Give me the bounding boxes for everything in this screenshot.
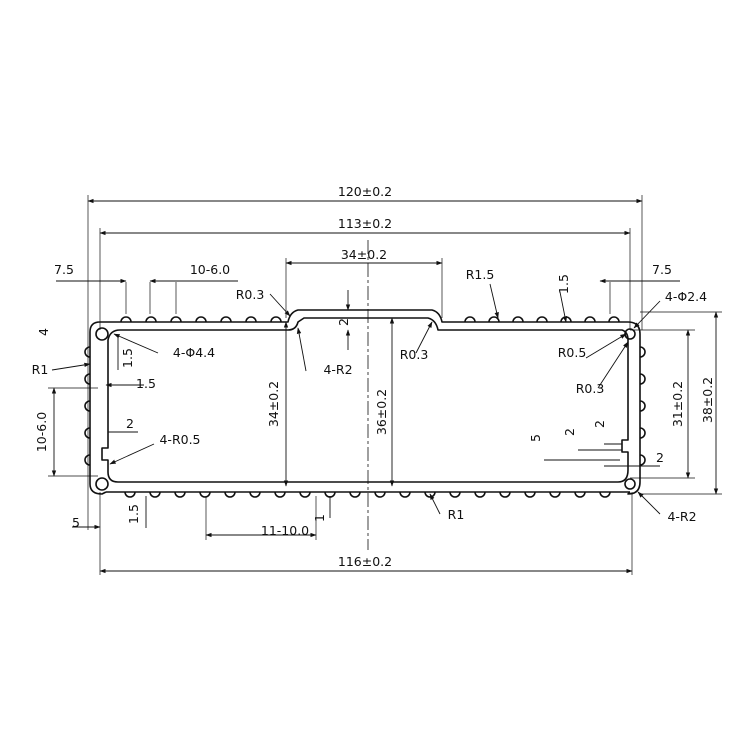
- screw-boss-bottom-left: [95, 477, 109, 491]
- rib-scallop: [499, 491, 511, 498]
- rib-scallop: [199, 491, 211, 498]
- rib-scallop: [464, 316, 476, 323]
- rib-scallop: [224, 491, 236, 498]
- rib-scallop: [349, 491, 361, 498]
- screw-boss-top-left: [95, 327, 109, 341]
- label-right-slot-depth: 5: [528, 434, 543, 442]
- label-top-pitch: 10-6.0: [190, 262, 230, 277]
- label-bottom-left-offset: 5: [72, 515, 80, 530]
- label-right-slot-c: 2: [656, 450, 664, 465]
- rib-scallop: [84, 373, 91, 385]
- rib-scallop: [639, 400, 646, 412]
- label-channel-step: 2: [336, 318, 351, 326]
- label-bottom-width: 116±0.2: [338, 554, 392, 569]
- callout-r03-center: R0.3: [400, 347, 429, 362]
- rib-scallop: [84, 427, 91, 439]
- rib-scallop: [639, 427, 646, 439]
- rib-scallop: [145, 316, 157, 323]
- dim-line-top-rib: [559, 291, 568, 323]
- dimension-lines: [51, 198, 719, 574]
- rib-scallop: [584, 316, 596, 323]
- rib-scallop: [270, 316, 282, 323]
- label-bottom-wall: 1.5: [126, 504, 141, 524]
- label-right-offset: 7.5: [652, 262, 672, 277]
- rib-scallop: [170, 316, 182, 323]
- rib-scallop: [524, 491, 536, 498]
- rib-scallop: [639, 373, 646, 385]
- label-top-rib: 1.5: [556, 274, 571, 294]
- label-channel-width: 34±0.2: [341, 247, 387, 262]
- callout-labels: R0.3 R0.3 R0.3 R1.5 R0.5 R1 R1 4-Φ4.4 4-…: [32, 267, 707, 524]
- callout-r2-corner: 4-R2: [667, 509, 696, 524]
- label-bottom-rib: 1: [312, 514, 327, 522]
- label-left-slot: 2: [126, 416, 134, 431]
- label-right-slot-a: 2: [562, 428, 577, 436]
- callout-holes-right: 4-Φ2.4: [665, 289, 707, 304]
- outer-right-edge: [627, 321, 641, 495]
- callout-r03-top-left: R0.3: [236, 287, 265, 302]
- rib-scallop: [449, 491, 461, 498]
- rib-scallop: [639, 346, 646, 358]
- label-total-height: 38±0.2: [700, 377, 715, 423]
- dimension-labels: 120±0.2 113±0.2 34±0.2 116±0.2 7.5 7.5 1…: [34, 184, 715, 569]
- profile-outline: [84, 309, 646, 498]
- label-inner-width: 113±0.2: [338, 216, 392, 231]
- callout-r15: R1.5: [466, 267, 495, 282]
- rib-scallop: [174, 491, 186, 498]
- label-inner-height-left: 34±0.2: [266, 381, 281, 427]
- rib-scallop: [299, 491, 311, 498]
- label-center-height: 36±0.2: [374, 389, 389, 435]
- leader-lines: [51, 283, 661, 515]
- rib-scallop: [608, 316, 620, 323]
- inner-cavity: [101, 317, 629, 483]
- label-right-slot-b: 2: [592, 420, 607, 428]
- rib-scallop: [599, 491, 611, 498]
- rib-scallop: [249, 491, 261, 498]
- callout-holes-left: 4-Φ4.4: [173, 345, 215, 360]
- rib-scallop: [120, 316, 132, 323]
- label-inner-height-right: 31±0.2: [670, 381, 685, 427]
- label-top-offset-4: 4: [36, 328, 51, 336]
- callout-r2-inner: 4-R2: [323, 362, 352, 377]
- label-bottom-pitch: 11-10.0: [261, 523, 309, 538]
- label-left-pitch: 10-6.0: [34, 412, 49, 452]
- rib-scallop: [399, 491, 411, 498]
- rib-scallop: [220, 316, 232, 323]
- callout-r1-left: R1: [32, 362, 49, 377]
- label-left-wall-2: 1.5: [136, 376, 156, 391]
- rib-scallop: [512, 316, 524, 323]
- label-left-wall: 1.5: [120, 348, 135, 368]
- rib-scallops: [84, 316, 646, 498]
- rib-scallop: [149, 491, 161, 498]
- callout-r03-right: R0.3: [576, 381, 605, 396]
- rib-scallop: [536, 316, 548, 323]
- rib-scallop: [488, 316, 500, 323]
- label-left-offset: 7.5: [54, 262, 74, 277]
- screw-boss-bottom-right: [624, 478, 636, 490]
- rib-scallop: [474, 491, 486, 498]
- rib-scallop: [245, 316, 257, 323]
- callout-r1-bottom: R1: [448, 507, 465, 522]
- rib-scallop: [195, 316, 207, 323]
- rib-scallop: [84, 346, 91, 358]
- callout-r05-right: R0.5: [558, 345, 587, 360]
- outer-top-edge: [100, 309, 628, 323]
- rib-scallop: [574, 491, 586, 498]
- extension-lines: [48, 195, 722, 575]
- rib-scallop: [374, 491, 386, 498]
- rib-scallop: [84, 400, 91, 412]
- outer-left-edge: [89, 321, 107, 495]
- rib-scallop: [84, 454, 91, 466]
- callout-r05-left: 4-R0.5: [159, 432, 200, 447]
- rib-scallop: [124, 491, 136, 498]
- rib-scallop: [639, 454, 646, 466]
- rib-scallop: [549, 491, 561, 498]
- rib-scallop: [274, 491, 286, 498]
- label-overall-width: 120±0.2: [338, 184, 392, 199]
